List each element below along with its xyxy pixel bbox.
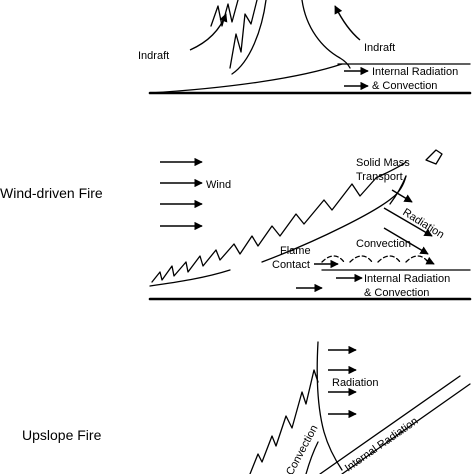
plume-left-edge [231,0,267,75]
wind-convection-label: Convection [356,238,411,250]
plume-internal-radiation-label: Internal Radiation [372,66,458,78]
wind-convection-arrow-tip [425,256,435,265]
plume-convection-label: & Convection [372,80,437,92]
solid-mass-label-2: Transport [356,171,403,183]
wind-internal-radiation-label: Internal Radiation [364,273,450,285]
wind-convection-arrows [321,255,429,263]
solid-mass-label-1: Solid Mass [356,157,410,169]
wind-flame-upper [261,175,407,263]
upslope-slope-upper [319,375,461,474]
upslope-slope-lower [341,383,471,474]
wind-radiation-arrow-3 [383,227,429,255]
wind-radiation-arrow-1 [391,189,413,203]
flame-contact-label-1: Flame [280,245,311,257]
plume-fuel-upper [149,63,343,94]
upslope-panel: Upslope Fire Radiation Convection Intern… [22,341,471,474]
wind-driven-panel: Wind-driven Fire Wind Solid Mass Transpo… [0,149,472,301]
upslope-flame-left [249,369,319,474]
upslope-flame-inner [305,441,319,474]
upslope-flame-right [316,341,343,471]
wind-label: Wind [206,179,231,191]
indraft-left-arrow [189,13,228,51]
plume-right-edge [301,0,351,69]
upslope-title: Upslope Fire [22,427,102,443]
wind-driven-title: Wind-driven Fire [0,185,103,201]
wind-radiation-label: Radiation [400,206,446,241]
plume-flame-jag [210,0,239,27]
indraft-right-arrow [334,5,361,41]
indraft-left-label: Indraft [138,50,169,62]
upslope-radiation-label: Radiation [332,377,378,389]
upslope-internal-radiation-label: Internal Radiation [343,415,421,474]
plume-panel: Indraft Indraft Internal Radiation & Con… [138,0,472,95]
plume-flame-spike [229,0,258,69]
wind-flame-flicker [151,177,377,283]
indraft-right-label: Indraft [364,42,395,54]
wind-convection-label-2: & Convection [364,287,429,299]
wind-flame-lower [149,269,231,287]
wind-radiation-arrow-2 [383,207,433,237]
ember-icon [425,149,443,165]
flame-contact-label-2: Contact [272,259,310,271]
wind-flame-tip [375,161,407,205]
